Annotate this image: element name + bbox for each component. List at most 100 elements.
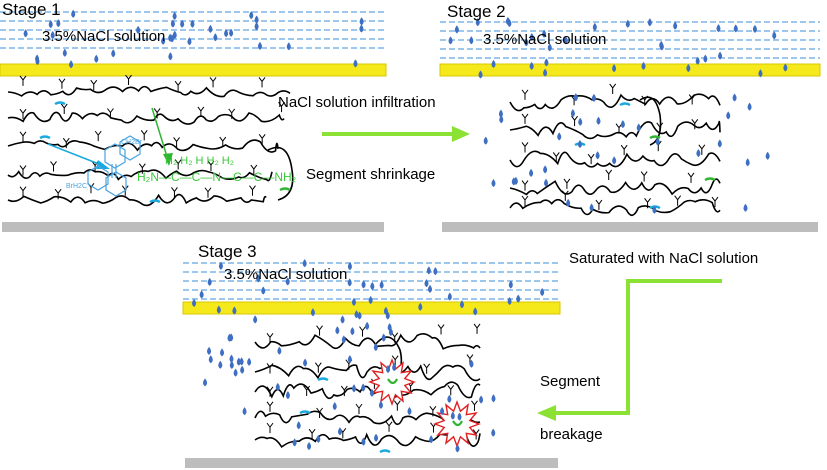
brh2c-label: BrH2C — [66, 183, 88, 190]
crosslinker-pointer-head — [96, 160, 110, 169]
chain-branch — [107, 108, 114, 119]
chain-branch — [266, 386, 274, 397]
chain-branch — [385, 421, 393, 432]
droplets-group — [23, 9, 788, 453]
chain-branch — [521, 195, 529, 206]
water-droplet — [620, 120, 625, 129]
water-droplet — [379, 280, 384, 289]
water-droplet — [542, 29, 547, 38]
chain-branch — [153, 108, 161, 119]
water-droplet — [335, 326, 340, 335]
benzene-ring-3 — [87, 165, 109, 191]
water-droplet — [717, 139, 722, 148]
water-droplet — [469, 36, 474, 45]
water-droplet — [591, 93, 596, 102]
water-droplet — [491, 59, 496, 68]
water-droplet — [573, 93, 578, 102]
water-droplet — [595, 151, 600, 160]
stage-1-polymer-chain — [7, 193, 267, 207]
water-droplet — [469, 359, 474, 368]
chain-branch — [250, 164, 258, 176]
water-droplet — [625, 19, 630, 28]
chain-branch — [174, 80, 182, 92]
water-droplet — [359, 17, 364, 26]
stage-1-solution-label: 3.5%NaCl solution — [42, 28, 166, 45]
water-droplet — [499, 115, 504, 124]
benzene-ring-2 — [119, 135, 141, 161]
chain-branch — [173, 137, 180, 148]
saturated-label: Saturated with NaCl solution — [569, 250, 759, 267]
water-droplet — [337, 427, 342, 436]
water-droplet — [733, 24, 738, 33]
chain-branch — [340, 385, 348, 397]
water-droplet — [524, 38, 529, 47]
chain-branch — [605, 169, 613, 180]
amine-pointer-head — [163, 153, 173, 166]
stage-2-title: Stage 2 — [447, 2, 506, 21]
substrate-bar — [2, 222, 384, 232]
water-droplet — [659, 42, 664, 51]
water-droplet — [508, 280, 513, 289]
stage-1-title: Stage 1 — [2, 0, 61, 19]
water-droplet — [359, 24, 364, 33]
chain-branch — [563, 178, 571, 189]
water-droplet — [227, 333, 232, 342]
water-droplet — [440, 407, 445, 416]
stage-1-polymer-chain — [7, 139, 279, 153]
water-droplet — [285, 391, 290, 400]
water-droplet — [745, 158, 750, 167]
chain-branch — [138, 163, 146, 174]
water-droplet — [516, 294, 521, 303]
water-droplet — [353, 59, 358, 68]
water-droplet — [207, 277, 212, 286]
water-droplet — [199, 290, 204, 299]
water-droplet — [387, 323, 392, 332]
chain-branch — [258, 77, 266, 88]
water-droplet — [347, 278, 352, 287]
chain-branch — [587, 153, 595, 165]
water-droplet — [566, 198, 571, 207]
chain-branch — [19, 186, 27, 197]
crosslinker-molecule — [87, 135, 141, 197]
chain-branch — [171, 187, 178, 198]
water-droplet — [747, 102, 752, 111]
water-droplet — [513, 176, 518, 185]
water-droplet — [491, 428, 496, 437]
water-droplet — [347, 355, 352, 364]
water-droplet — [783, 63, 788, 72]
chain-branch — [278, 101, 285, 113]
water-droplet — [351, 384, 356, 393]
water-droplet — [392, 363, 397, 372]
stage-3-polymer-chain — [254, 333, 481, 350]
water-droplet — [257, 41, 262, 50]
chain-branch — [60, 103, 68, 114]
water-droplet — [350, 327, 355, 336]
yellow-coating — [182, 301, 561, 315]
ch2br-label: CH2Br — [121, 139, 143, 146]
chain-branch — [19, 131, 27, 142]
saturated-arrow-head — [537, 405, 556, 421]
benzene-ring-1 — [104, 143, 126, 169]
water-droplet — [332, 402, 337, 411]
water-droplet — [254, 15, 259, 24]
water-droplet — [647, 18, 652, 27]
substrate-bar — [185, 458, 558, 468]
water-droplet — [190, 19, 195, 28]
stage-1-polymer-chain — [7, 169, 273, 182]
water-droplet — [296, 421, 301, 430]
chain-branch — [691, 118, 699, 130]
water-droplet — [374, 433, 379, 442]
water-droplet — [351, 297, 356, 306]
water-droplet — [292, 438, 297, 447]
water-droplet — [303, 358, 308, 367]
chain-branch — [471, 400, 478, 411]
chain-branch — [19, 75, 27, 86]
water-droplet — [655, 137, 660, 146]
water-droplet — [673, 21, 678, 30]
water-droplet — [340, 315, 345, 324]
chain-branch — [94, 130, 102, 142]
water-droplet — [696, 149, 701, 158]
water-droplet — [23, 29, 28, 38]
water-droplet — [498, 109, 503, 118]
water-droplet — [111, 49, 116, 58]
